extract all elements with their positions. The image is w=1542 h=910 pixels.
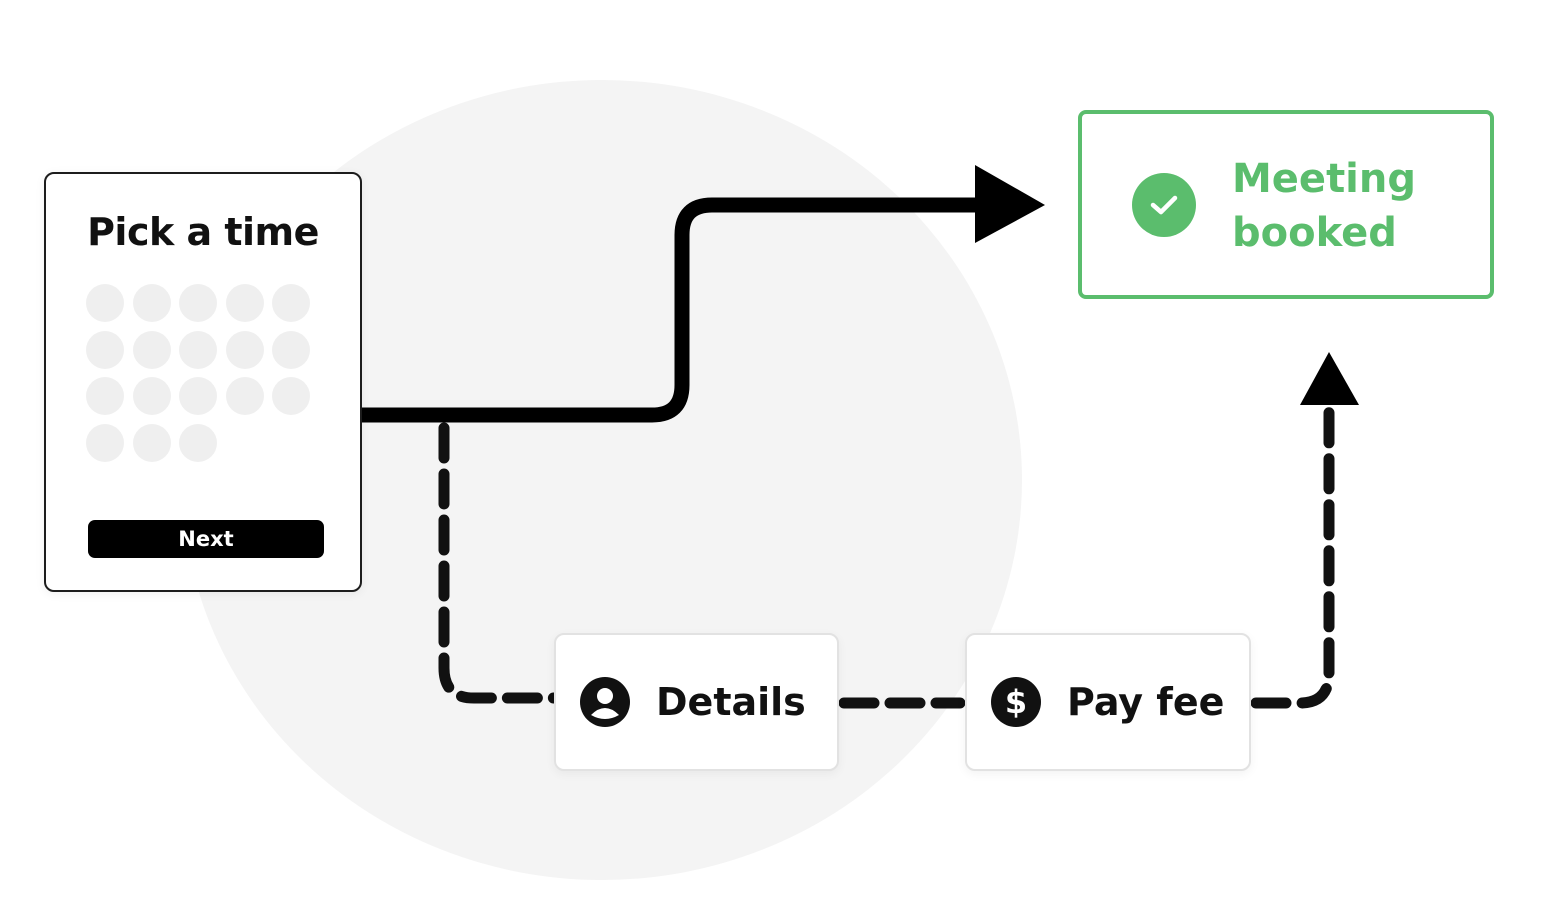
dashed-path-pay-to-booked: [1250, 399, 1335, 709]
checkmark-icon: [1150, 195, 1178, 215]
time-slot[interactable]: [86, 330, 124, 369]
time-slot[interactable]: [225, 284, 264, 322]
time-slot[interactable]: [132, 423, 171, 462]
time-slot: [226, 424, 264, 462]
time-slot[interactable]: [179, 377, 217, 415]
pay-fee-step-card: $ Pay fee: [965, 633, 1251, 771]
meeting-booked-label: Meeting booked: [1232, 152, 1416, 260]
direct-path-line: [362, 197, 985, 423]
time-slot[interactable]: [132, 377, 171, 415]
time-slot[interactable]: [272, 377, 310, 415]
meeting-booked-line2: booked: [1232, 210, 1397, 256]
next-button[interactable]: Next: [88, 520, 324, 558]
user-glyph: [591, 688, 619, 719]
dollar-sign: $: [1004, 683, 1028, 721]
pick-a-time-title: Pick a time: [87, 210, 319, 254]
direct-path-arrowhead: [975, 165, 1045, 243]
time-slot[interactable]: [86, 423, 124, 462]
time-slot[interactable]: [179, 330, 217, 369]
dollar-circle-icon: $: [991, 677, 1041, 727]
time-slot[interactable]: [179, 284, 217, 322]
meeting-booked-card: Meeting booked: [1078, 110, 1494, 299]
time-slot[interactable]: [272, 330, 310, 369]
time-slot[interactable]: [225, 377, 264, 415]
time-slot: [272, 424, 310, 462]
dashed-path-to-details: [438, 422, 560, 704]
meeting-booked-line1: Meeting: [1232, 156, 1417, 202]
time-slot[interactable]: [86, 377, 124, 415]
time-slot[interactable]: [179, 423, 217, 462]
time-slot[interactable]: [132, 330, 171, 369]
time-slot[interactable]: [86, 284, 124, 322]
time-slot[interactable]: [132, 284, 171, 322]
time-slot-grid: [86, 284, 326, 462]
details-label: Details: [656, 680, 806, 724]
time-slot[interactable]: [272, 284, 310, 322]
pick-a-time-card: Pick a time Next: [44, 172, 362, 592]
details-step-card: Details: [554, 633, 839, 771]
time-slot[interactable]: [225, 330, 264, 369]
pay-fee-label: Pay fee: [1067, 680, 1225, 724]
user-circle-icon: [580, 677, 630, 727]
check-circle-icon: [1132, 173, 1196, 237]
dashed-path-arrowhead: [1300, 352, 1359, 405]
